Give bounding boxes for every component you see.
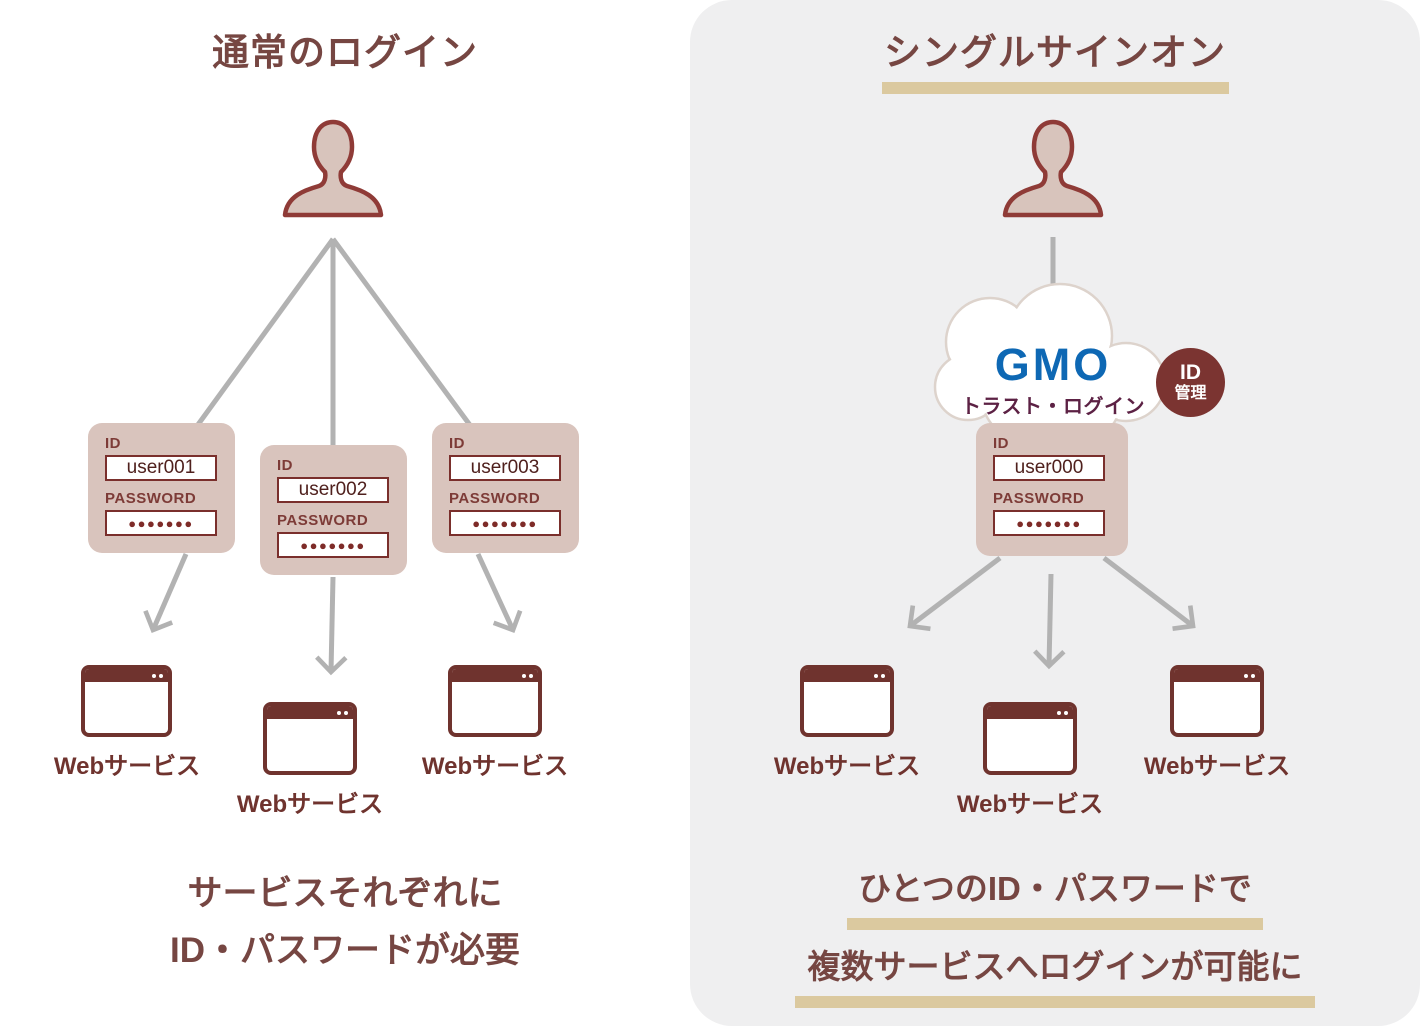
- id-label: ID: [449, 435, 465, 452]
- id-field: user001: [105, 455, 217, 481]
- credential-card-1: ID user001 PASSWORD ●●●●●●●: [88, 423, 235, 553]
- caption-line: ひとつのID・パスワードで: [858, 870, 1252, 907]
- credential-card-2: ID user002 PASSWORD ●●●●●●●: [260, 445, 407, 575]
- window-dot-icon: [874, 673, 878, 678]
- credential-card-sso: ID user000 PASSWORD ●●●●●●●: [976, 423, 1128, 556]
- window-dot-icon: [152, 673, 156, 678]
- window-dot-icon: [337, 710, 341, 715]
- id-field: user003: [449, 455, 561, 481]
- sso-caption: ひとつのID・パスワードで 複数サービスへログインが可能に: [690, 862, 1420, 1008]
- window-dot-icon: [1057, 710, 1061, 715]
- password-label: PASSWORD: [449, 490, 541, 507]
- normal-login-caption: サービスそれぞれに ID・パスワードが必要: [0, 866, 690, 979]
- password-label: PASSWORD: [993, 490, 1085, 507]
- badge-line: ID: [1180, 361, 1201, 385]
- gmo-logo-text: GMO: [994, 339, 1112, 390]
- window-titlebar: [1174, 669, 1260, 682]
- cloud-icon: [933, 282, 1167, 443]
- id-label: ID: [277, 457, 293, 474]
- password-label: PASSWORD: [277, 512, 369, 529]
- id-field: user000: [993, 455, 1105, 481]
- browser-window-icon: [800, 665, 894, 737]
- window-titlebar: [987, 706, 1073, 719]
- window-dot-icon: [1251, 673, 1255, 678]
- user-icon: [282, 119, 384, 218]
- window-dot-icon: [881, 673, 885, 678]
- window-titlebar: [804, 669, 890, 682]
- caption-underline: [795, 996, 1315, 1008]
- sso-title: シングルサインオン: [884, 32, 1226, 73]
- password-label: PASSWORD: [105, 490, 197, 507]
- window-dot-icon: [159, 673, 163, 678]
- badge-line: 管理: [1174, 385, 1207, 403]
- password-field: ●●●●●●●: [449, 510, 561, 536]
- web-service-label: Webサービス: [773, 753, 921, 780]
- web-service-label: Webサービス: [236, 791, 384, 818]
- browser-window-icon: [448, 665, 542, 737]
- password-field: ●●●●●●●: [993, 510, 1105, 536]
- id-label: ID: [105, 435, 121, 452]
- trust-login-text: トラスト・ログイン: [960, 396, 1146, 418]
- title-underline: [881, 82, 1229, 94]
- browser-window-icon: [1170, 665, 1264, 737]
- browser-window-icon: [983, 702, 1077, 775]
- gmo-trust-login-logo: GMO トラスト・ログイン: [948, 342, 1158, 419]
- sso-title-block: シングルサインオン: [690, 22, 1420, 94]
- web-service-label: Webサービス: [956, 791, 1104, 818]
- web-service-label: Webサービス: [421, 753, 569, 780]
- window-dot-icon: [344, 710, 348, 715]
- window-titlebar: [452, 669, 538, 682]
- window-dot-icon: [522, 673, 526, 678]
- window-dot-icon: [529, 673, 533, 678]
- web-service-label: Webサービス: [1143, 753, 1291, 780]
- id-label: ID: [993, 435, 1009, 452]
- window-titlebar: [85, 669, 168, 682]
- browser-window-icon: [263, 702, 357, 775]
- web-service-label: Webサービス: [53, 753, 201, 780]
- window-dot-icon: [1064, 710, 1068, 715]
- caption-underline: [847, 918, 1263, 930]
- window-titlebar: [267, 706, 353, 719]
- id-management-badge: ID 管理: [1156, 348, 1225, 417]
- credential-card-3: ID user003 PASSWORD ●●●●●●●: [432, 423, 579, 553]
- window-dot-icon: [1244, 673, 1248, 678]
- password-field: ●●●●●●●: [105, 510, 217, 536]
- caption-line: 複数サービスへログインが可能に: [807, 948, 1303, 985]
- caption-line: ID・パスワードが必要: [169, 930, 520, 970]
- password-field: ●●●●●●●: [277, 532, 389, 558]
- id-field: user002: [277, 477, 389, 503]
- browser-window-icon: [81, 665, 172, 737]
- user-icon: [1002, 119, 1104, 218]
- normal-login-title: 通常のログイン: [212, 32, 478, 73]
- caption-line: サービスそれぞれに: [187, 874, 503, 913]
